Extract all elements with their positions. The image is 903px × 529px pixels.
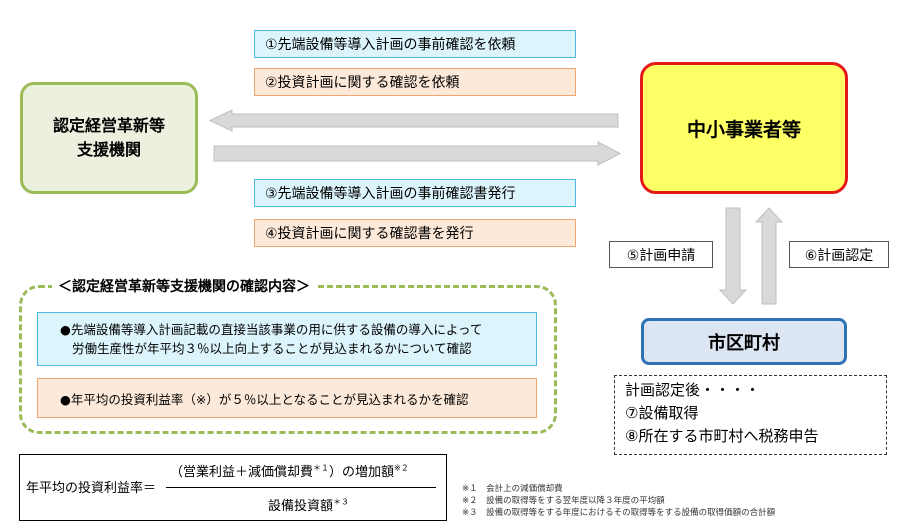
footnote-3: ※３ 設備の取得等をする年度におけるその取得等をする設備の取得価額の合計額 <box>462 506 775 518</box>
after-approval-line1: 計画認定後・・・・ <box>625 381 761 399</box>
flow-step4-label: ④投資計画に関する確認書を発行 <box>265 226 474 242</box>
confirmation-item1: ●先端設備等導入計画記載の直接当該事業の用に供する設備の導入によって 労働生産性… <box>37 312 537 366</box>
confirmation-title: ＜認定経営革新等支援機関の確認内容＞ <box>52 276 316 296</box>
support-org-node: 認定経営革新等 支援機関 <box>20 82 198 194</box>
flow-step6-label: ⑥計画認定 <box>804 247 874 264</box>
flow-step4-box: ④投資計画に関する確認書を発行 <box>254 219 576 247</box>
footnote-2: ※２ 設備の取得等をする翌年度以降３年度の平均額 <box>462 494 665 506</box>
confirmation-item2: ●年平均の投資利益率（※）が５％以上となることが見込まれるかを確認 <box>37 378 537 418</box>
arrow-left <box>208 109 619 132</box>
sme-label: 中小事業者等 <box>686 118 801 141</box>
support-org-line1: 認定経営革新等 <box>52 116 165 135</box>
confirmation-item1-line2: 労働生産性が年平均３％以上向上することが見込まれるかについて確認 <box>72 341 472 356</box>
footnote-2-text: ※２ 設備の取得等をする翌年度以降３年度の平均額 <box>462 496 665 506</box>
confirmation-item2-text: ●年平均の投資利益率（※）が５％以上となることが見込まれるかを確認 <box>60 391 469 407</box>
flow-step3-box: ③先端設備等導入計画の事前確認書発行 <box>254 179 576 207</box>
formula-numerator: （営業利益＋減価償却費＊１）の増加額※２ <box>170 461 409 480</box>
formula-numerator-sup2: ※２ <box>394 463 409 473</box>
footnote-3-text: ※３ 設備の取得等をする年度におけるその取得等をする設備の取得価額の合計額 <box>462 508 776 518</box>
footnote-1-text: ※１ 会計上の減価償却費 <box>462 484 563 494</box>
formula-numerator-sup1: ＊１ <box>313 463 330 473</box>
formula-fraction-bar <box>166 487 436 488</box>
formula-denominator-sup: ＊３ <box>333 497 350 507</box>
flow-step2-label: ②投資計画に関する確認を依頼 <box>265 75 460 91</box>
flow-step3-label: ③先端設備等導入計画の事前確認書発行 <box>265 186 516 202</box>
formula-numerator-tail: ）の増加額 <box>329 465 395 480</box>
arrow-up <box>754 207 784 305</box>
flow-step6-box: ⑥計画認定 <box>789 241 889 268</box>
support-org-line2: 支援機関 <box>76 140 141 159</box>
flow-step1-label: ①先端設備等導入計画の事前確認を依頼 <box>265 37 516 53</box>
flow-step2-box: ②投資計画に関する確認を依頼 <box>254 68 576 96</box>
formula-box: 年平均の投資利益率＝ （営業利益＋減価償却費＊１）の増加額※２ 設備投資額＊３ <box>19 454 447 521</box>
sme-node: 中小事業者等 <box>640 62 848 194</box>
flow-step5-label: ⑤計画申請 <box>626 247 696 264</box>
after-approval-line3: ⑧所在する市町村へ税務申告 <box>625 427 819 445</box>
formula-lhs: 年平均の投資利益率＝ <box>26 477 156 496</box>
municipality-node: 市区町村 <box>641 318 847 365</box>
after-approval-box: 計画認定後・・・・ ⑦設備取得 ⑧所在する市町村へ税務申告 <box>614 375 887 455</box>
arrow-right <box>213 141 622 166</box>
confirmation-item1-line1: ●先端設備等導入計画記載の直接当該事業の用に供する設備の導入によって <box>60 322 483 337</box>
formula-denominator: 設備投資額＊３ <box>268 495 349 514</box>
after-approval-line2: ⑦設備取得 <box>625 404 699 422</box>
flow-step1-box: ①先端設備等導入計画の事前確認を依頼 <box>254 30 576 58</box>
footnote-1: ※１ 会計上の減価償却費 <box>462 482 563 494</box>
arrow-down <box>718 207 748 305</box>
municipality-label: 市区町村 <box>708 332 780 354</box>
formula-denominator-text: 設備投資額 <box>268 499 334 514</box>
flow-step5-box: ⑤計画申請 <box>609 241 713 268</box>
formula-lhs-text: 年平均の投資利益率＝ <box>26 481 157 496</box>
confirmation-title-text: ＜認定経営革新等支援機関の確認内容＞ <box>58 279 310 295</box>
formula-numerator-text: （営業利益＋減価償却費 <box>170 465 314 480</box>
